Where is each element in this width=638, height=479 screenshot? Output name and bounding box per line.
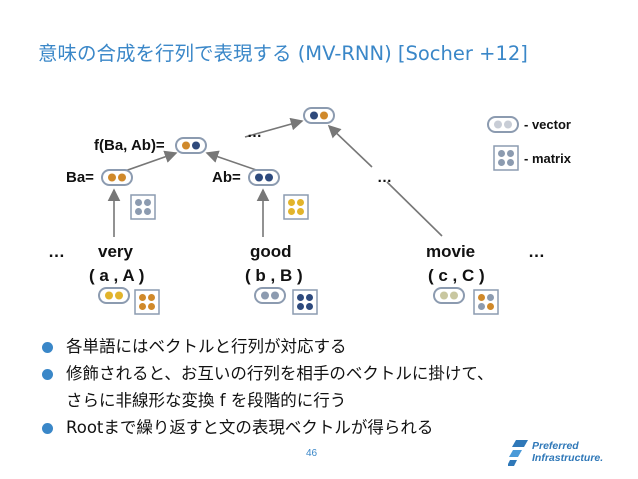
pair-a: ( a , A ) xyxy=(89,266,144,285)
word-movie: movie xyxy=(426,242,475,261)
left-ellipsis: … xyxy=(48,242,65,261)
ba-vector xyxy=(101,169,133,186)
bullet-text: 修飾されると、お互いの行列を相手のベクトルに掛けて、 xyxy=(66,364,494,383)
company-logo: Preferred Infrastructure. xyxy=(508,438,618,470)
logo-line2: Infrastructure. xyxy=(532,452,604,464)
bullet-item: 各単語にはベクトルと行列が対応する xyxy=(40,333,620,360)
bullet-dot xyxy=(42,342,53,353)
edge-f-to-root xyxy=(244,117,304,138)
page-number: 46 xyxy=(306,448,318,459)
mid-ellipsis: … xyxy=(377,169,392,186)
bullet-dot xyxy=(42,369,53,380)
right-ellipsis: … xyxy=(528,242,545,261)
logo-line1: Preferred xyxy=(532,440,579,452)
bullet-text: 各単語にはベクトルと行列が対応する xyxy=(66,337,347,356)
very-vector xyxy=(98,287,130,304)
ab-node-label: Ab= xyxy=(212,169,241,186)
bullet-item: Rootまで繰り返すと文の表現ベクトルが得られる xyxy=(40,414,620,441)
legend-vector-label: - vector xyxy=(524,117,571,132)
f-node-label: f(Ba, Ab)= xyxy=(94,137,165,154)
edge-ba-to-f xyxy=(121,150,178,173)
slide-title: 意味の合成を行列で表現する (MV-RNN) [Socher +12] xyxy=(38,42,528,65)
mv-rnn-diagram: … … f(Ba, Ab)= Ba= Ab= … very good movie xyxy=(48,107,572,315)
bullet-text: さらに非線形な変換 f を段階的に行う xyxy=(66,391,347,410)
good-vector xyxy=(254,287,286,304)
very-matrix xyxy=(134,289,160,315)
ab-matrix xyxy=(283,194,309,220)
edge-ab-to-f xyxy=(205,150,263,173)
ab-vector xyxy=(248,169,280,186)
legend-matrix-label: - matrix xyxy=(524,151,572,166)
bullet-text: Rootまで繰り返すと文の表現ベクトルが得られる xyxy=(66,418,434,437)
tree-edges xyxy=(107,117,443,237)
bullet-dot xyxy=(42,423,53,434)
legend-matrix-swatch xyxy=(493,145,519,171)
root-ellipsis: … xyxy=(247,124,262,141)
word-very: very xyxy=(98,242,134,261)
bullet-list: 各単語にはベクトルと行列が対応する 修飾されると、お互いの行列を相手のベクトルに… xyxy=(40,333,620,441)
edge-movie-to-root xyxy=(386,181,443,237)
bullet-item: 修飾されると、お互いの行列を相手のベクトルに掛けて、 xyxy=(40,360,620,387)
word-good: good xyxy=(250,242,292,261)
good-matrix xyxy=(292,289,318,315)
edge-movie-to-root-upper xyxy=(327,124,373,168)
logo-text: Preferred Infrastructure. xyxy=(532,440,603,464)
ba-node-label: Ba= xyxy=(66,169,94,186)
pair-c: ( c , C ) xyxy=(428,266,485,285)
movie-matrix xyxy=(473,289,499,315)
root-vector xyxy=(303,107,335,124)
pair-b: ( b , B ) xyxy=(245,266,303,285)
bullet-continuation: さらに非線形な変換 f を段階的に行う xyxy=(40,387,620,414)
legend-vector-swatch xyxy=(487,116,519,133)
ba-matrix xyxy=(130,194,156,220)
movie-vector xyxy=(433,287,465,304)
f-vector xyxy=(175,137,207,154)
logo-mark-icon xyxy=(508,440,528,466)
